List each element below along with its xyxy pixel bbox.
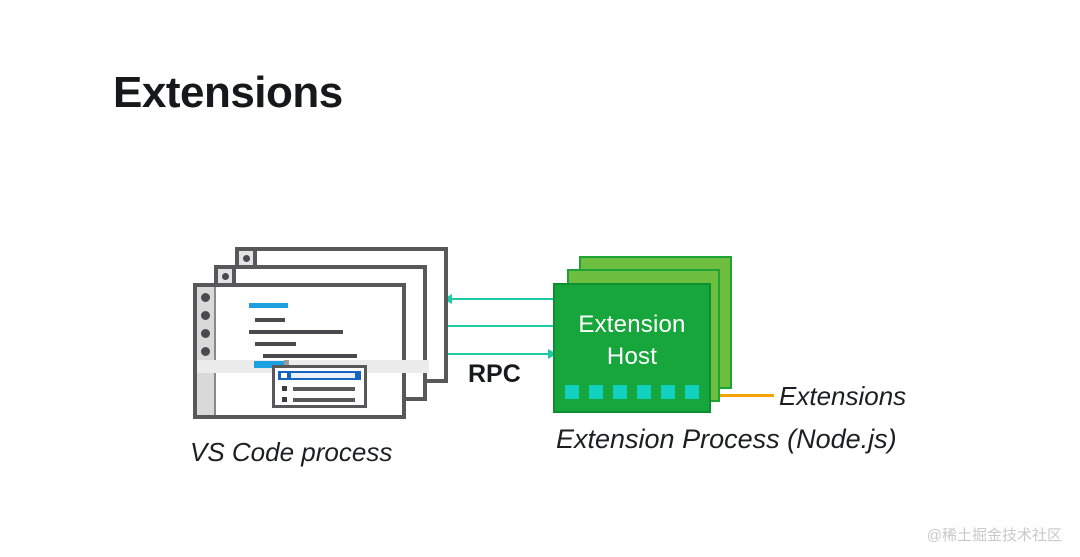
- watermark: @稀土掘金技术社区: [926, 527, 1062, 544]
- extension-chip: [565, 385, 579, 399]
- code-line: [263, 354, 357, 358]
- window-tab-dot-icon: [243, 255, 250, 262]
- window-tab-dot-icon: [222, 273, 229, 280]
- autocomplete-popup[interactable]: [272, 365, 367, 408]
- autocomplete-item-text: [293, 387, 355, 391]
- extension-chip: [637, 385, 651, 399]
- extension-chip: [685, 385, 699, 399]
- extensions-annotation-label: Extensions: [779, 381, 907, 411]
- rpc-arrow-head-3: [548, 349, 557, 359]
- editor-selection: [254, 361, 284, 368]
- autocomplete-item-selected[interactable]: [278, 371, 361, 380]
- autocomplete-item-text: [291, 373, 355, 378]
- extensions-annotation-line: [718, 394, 774, 397]
- extension-host-label-line1: Extension: [578, 311, 686, 338]
- activity-bar-icon-1[interactable]: [201, 293, 210, 302]
- rpc-arrow-line-2: [437, 325, 557, 327]
- activity-bar-icon-2[interactable]: [201, 311, 210, 320]
- extension-chip: [613, 385, 627, 399]
- rpc-arrow-line-1: [452, 298, 557, 300]
- extension-chip-row: [555, 385, 709, 399]
- autocomplete-bullet-icon: [282, 397, 287, 402]
- extension-chip: [661, 385, 675, 399]
- code-line: [249, 330, 343, 334]
- code-line: [255, 342, 296, 346]
- vs-code-process-caption: VS Code process: [190, 437, 393, 467]
- activity-bar: [197, 287, 216, 415]
- code-line: [255, 318, 285, 322]
- editor-area: [197, 287, 429, 415]
- editor-caret: [284, 360, 289, 369]
- activity-bar-icon-4[interactable]: [201, 347, 210, 356]
- rpc-arrow-line-3: [407, 353, 548, 355]
- code-line-accent: [249, 303, 288, 308]
- extension-host-card-front: Extension Host: [553, 283, 711, 413]
- checkbox-icon: [281, 373, 287, 378]
- autocomplete-item-text: [293, 398, 355, 402]
- extension-host-label-line2: Host: [606, 343, 658, 370]
- activity-bar-icon-3[interactable]: [201, 329, 210, 338]
- vscode-window-front: [193, 283, 429, 419]
- autocomplete-bullet-icon: [282, 386, 287, 391]
- page-title: Extensions: [113, 68, 343, 117]
- extension-process-caption: Extension Process (Node.js): [556, 424, 897, 454]
- rpc-label: RPC: [468, 360, 521, 388]
- extension-chip: [589, 385, 603, 399]
